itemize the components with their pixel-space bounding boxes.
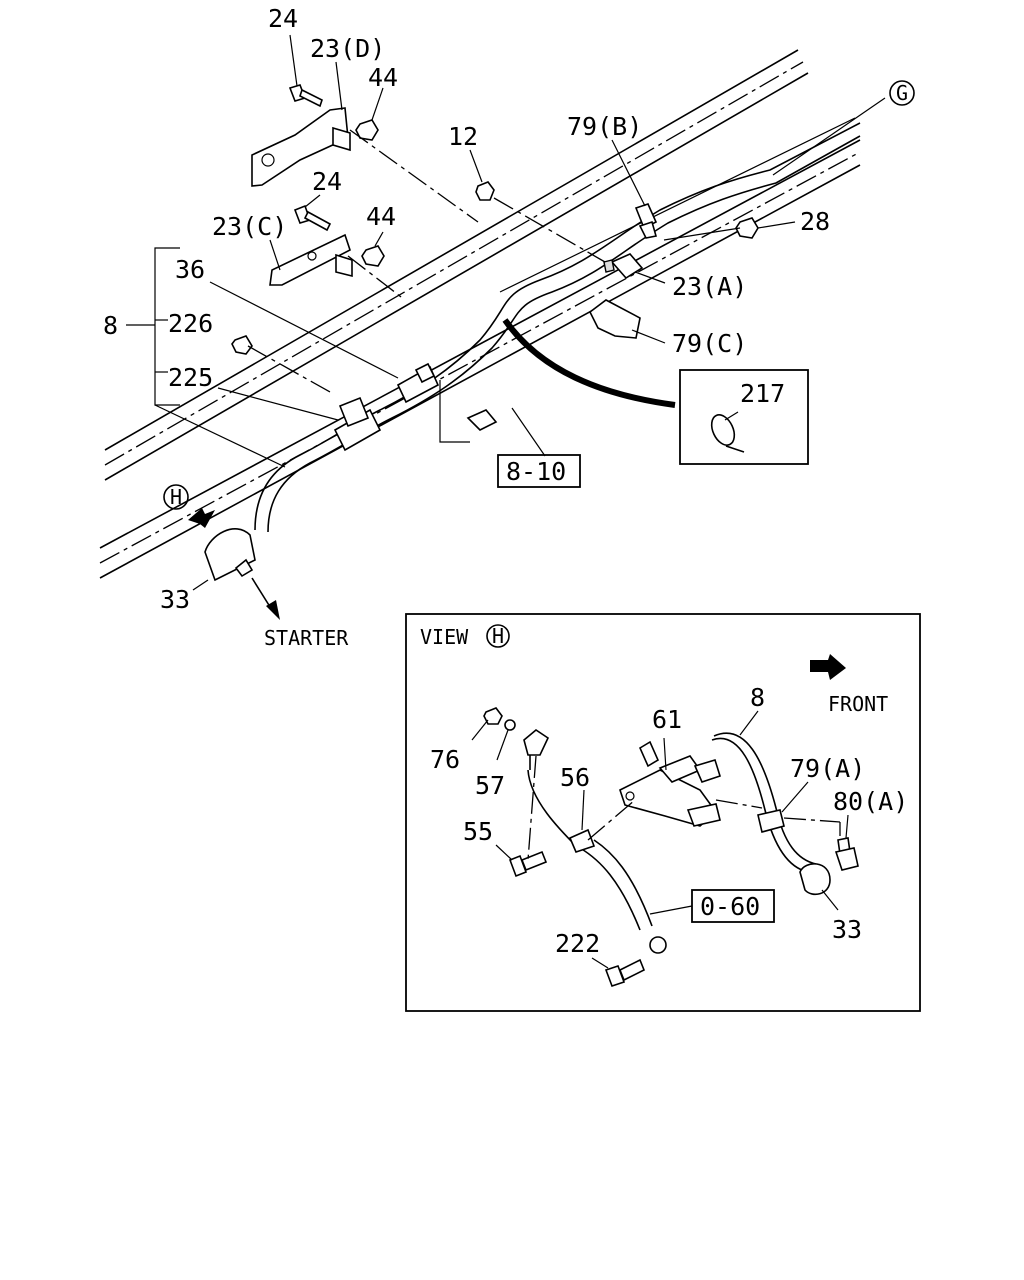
nut-44-mid (361, 245, 385, 267)
leader-lines-main (126, 34, 886, 591)
bolt-55 (508, 850, 548, 878)
view-callout-222: 222 (555, 929, 600, 958)
view-h-title-marker: H (492, 624, 504, 648)
frame-rails (99, 49, 861, 579)
callout-33: 33 (160, 585, 190, 614)
view-h-arrow (188, 508, 215, 528)
view-harness-8 (711, 732, 831, 896)
starter-label: STARTER (264, 626, 349, 650)
view-callout-56: 56 (560, 763, 590, 792)
nut-12 (475, 181, 495, 201)
view-callout-80a: 80(A) (833, 787, 908, 816)
ref-8-10-label: 8-10 (506, 457, 566, 486)
callout-23c: 23(C) (212, 212, 287, 241)
harness-cable-8 (254, 122, 861, 533)
leader-lines-inset (471, 710, 849, 969)
starter-arrow (251, 577, 280, 620)
bolt-222 (604, 958, 646, 988)
view-h-frame (405, 613, 921, 1012)
connector-8-10 (466, 409, 498, 431)
bracket-23d (251, 107, 351, 187)
ref-box-0-60 (691, 889, 775, 923)
bolt-24-mid (293, 204, 332, 232)
marker-g-label: G (896, 81, 908, 105)
ref-box-8-10 (497, 454, 581, 488)
callout-24-mid: 24 (312, 167, 342, 196)
marker-g-circle (889, 80, 915, 106)
callout-217: 217 (740, 379, 785, 408)
view-callout-33: 33 (832, 915, 862, 944)
bracket-23c (269, 233, 353, 286)
tie-leader (502, 318, 676, 408)
callout-24-top: 24 (268, 4, 298, 33)
view-h-title: VIEW (420, 625, 469, 649)
boot-33 (204, 528, 256, 582)
callout-44-top: 44 (368, 63, 398, 92)
view-callout-79a: 79(A) (790, 754, 865, 783)
callout-23d: 23(D) (310, 34, 385, 63)
callout-28: 28 (800, 207, 830, 236)
clamp-79b (634, 203, 658, 239)
connector-36 (396, 362, 440, 404)
nut-28 (735, 217, 759, 239)
marker-h-circle (163, 484, 189, 510)
callout-226: 226 (168, 309, 213, 338)
marker-h-label: H (170, 485, 182, 509)
view-callout-76: 76 (430, 745, 460, 774)
callout-225: 225 (168, 363, 213, 392)
cable-tie-217 (710, 414, 745, 453)
detail-box-217 (679, 369, 809, 465)
bolt-24-top (288, 84, 323, 108)
bolt-80a (834, 837, 859, 871)
callout-23a: 23(A) (672, 272, 747, 301)
view-callout-55: 55 (463, 817, 493, 846)
bracket-61 (619, 740, 721, 827)
view-callout-8: 8 (750, 683, 765, 712)
callout-36: 36 (175, 255, 205, 284)
nut-76 (483, 707, 503, 725)
view-callout-57: 57 (475, 771, 505, 800)
ground-strap-0-60 (523, 729, 667, 954)
nut-226 (231, 335, 253, 355)
callout-8: 8 (103, 311, 118, 340)
callout-44-mid: 44 (366, 202, 396, 231)
view-callout-61: 61 (652, 705, 682, 734)
clamp-79c (588, 299, 641, 339)
front-label: FRONT (828, 692, 888, 716)
clip-23a (603, 253, 644, 280)
front-arrow (810, 654, 846, 680)
clamp-79a-view (757, 809, 785, 833)
connector-225 (333, 396, 382, 452)
callout-12: 12 (448, 122, 478, 151)
callout-79b: 79(B) (567, 112, 642, 141)
view-h-title-circle (486, 624, 510, 648)
callout-79c: 79(C) (672, 329, 747, 358)
washer-57 (504, 719, 516, 731)
ref-0-60-label: 0-60 (700, 892, 760, 921)
